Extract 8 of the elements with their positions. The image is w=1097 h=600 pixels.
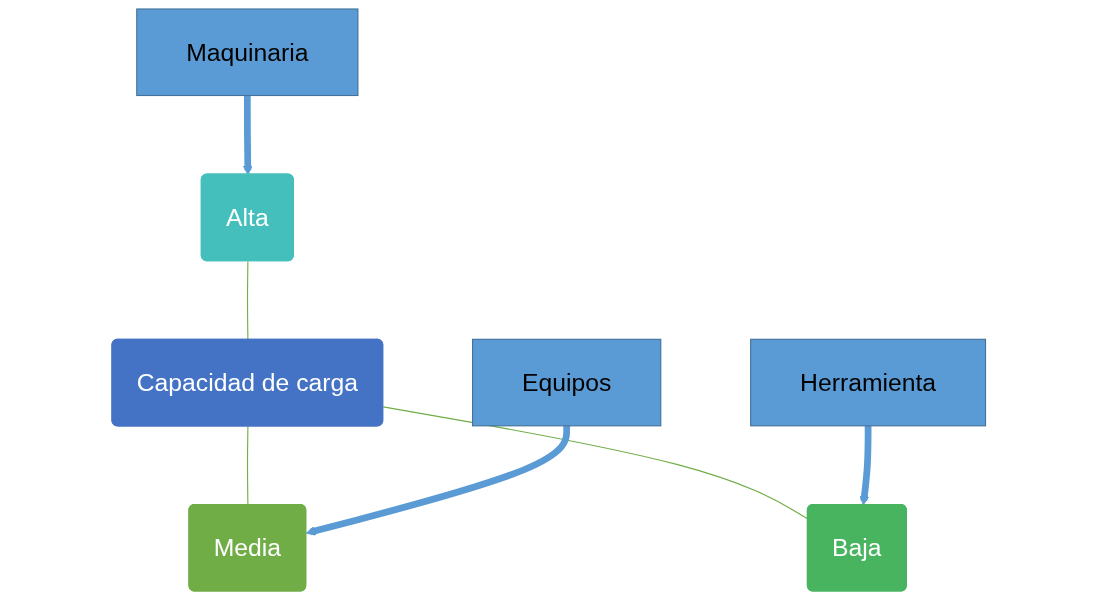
node-box: Herramienta bbox=[749, 338, 986, 427]
connector bbox=[246, 260, 249, 341]
arrow bbox=[859, 425, 872, 506]
arrow bbox=[242, 95, 253, 176]
connector bbox=[246, 425, 249, 506]
arrow bbox=[305, 425, 570, 536]
node-box: Maquinaria bbox=[135, 8, 359, 97]
node-box: Equipos bbox=[471, 338, 662, 427]
